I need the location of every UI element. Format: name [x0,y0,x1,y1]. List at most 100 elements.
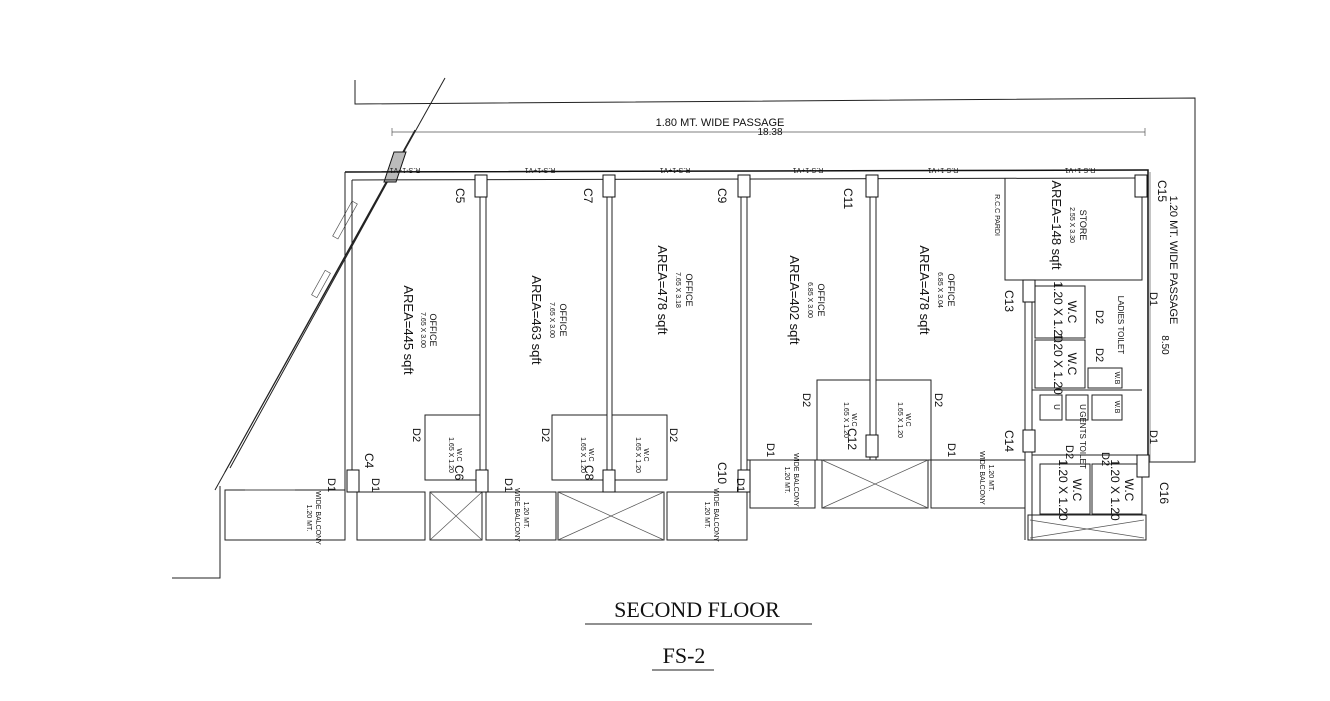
wc-big-label: W.C 1.20 X 1.20 [1051,333,1079,395]
urinal-1 [1039,394,1063,421]
room-name: OFFICE [816,284,826,317]
door-label: D1 [734,478,746,492]
room-area: AREA=445 sqft [401,285,416,375]
ladies-toilet-label: LADIES TOILET [1116,296,1125,355]
column-label: C11 [841,188,855,209]
door-label: D1 [945,443,957,457]
room-name: OFFICE [946,274,956,307]
wb-ladies [1087,367,1123,389]
wc-size: 1.20 X 1.20 [1056,459,1070,521]
door-label: D1 [502,478,514,492]
drawing-code: FS-2 [663,643,706,668]
rs-label: R.S-1+V1 [928,166,959,173]
wc-size: 1.65 X 1.20 [579,437,586,473]
room-area: AREA=478 sqft [917,245,932,335]
room-size: 6.85 X 3.04 [936,272,943,308]
balcony-5 [930,459,1026,509]
balcony-size: 1.20 MT. [703,502,710,529]
room-size: 6.85 X 3.00 [806,282,813,318]
balcony-name: WIDE BALCONY [513,488,520,542]
balcony-4 [749,459,816,509]
column-label: C12 [845,428,859,450]
column-label: C4 [362,453,376,469]
balcony-size: 1.20 MT. [305,505,312,532]
column-c9 [737,174,751,198]
wc-name: W.C [1122,479,1136,502]
balcony-name: WIDE BALCONY [792,453,799,507]
wc-size: 1.65 X 1.20 [842,402,849,438]
wc-name: W.C [455,448,462,461]
passage-top-dimension: 18.38 [757,127,782,138]
balcony-name: WIDE BALCONY [978,451,985,505]
room-name: OFFICE [558,304,568,337]
shaft-cross [429,491,483,541]
wc-ladies-2 [1034,339,1086,389]
wc-size: 1.65 X 1.20 [634,437,641,473]
office-2-label: OFFICE 7.65 X 3.00 AREA=463 sqft [529,275,568,365]
room-size: 7.65 X 3.00 [419,312,426,348]
site-boundary [354,80,1196,463]
toilet-shaft [1027,514,1147,541]
column-c7 [602,174,616,198]
room-size: 2.55 X 3.30 [1068,207,1075,243]
column-label: C16 [1157,482,1171,504]
wc-name: W.C [1065,301,1079,324]
wc-name: W.C [904,413,911,426]
balcony-name: WIDE BALCONY [712,488,719,542]
door-label: D2 [1093,348,1105,362]
balcony-size: 1.20 MT. [522,502,529,529]
balcony-label: WIDE BALCONY 1.20 MT. [305,491,321,545]
wc-block-3 [611,414,668,481]
wb-label: W.B [1113,372,1120,385]
building-outer-wall [344,169,1149,462]
wc-name: W.C [1065,353,1079,376]
column-c14 [1022,429,1036,453]
room-name: OFFICE [428,314,438,347]
column-label: C14 [1002,430,1016,452]
wc-label: W.C 1.65 X 1.20 [896,402,911,438]
wc-big-label: W.C 1.20 X 1.20 [1108,459,1136,521]
column-label: C5 [453,188,467,204]
room-size: 7.65 X 3.00 [548,302,555,338]
rs-label: R.S-1+V1 [660,166,691,173]
wc-size: 1.20 X 1.20 [1108,459,1122,521]
shaft-cross [821,459,929,509]
balcony-label: 1.20 MT. WIDE BALCONY [513,488,529,542]
column-label: C15 [1155,180,1169,202]
wc-name: W.C [850,413,857,426]
wc-gents-1 [1039,463,1091,515]
wc-big-label: W.C 1.20 X 1.20 [1051,281,1079,343]
office-4-label: OFFICE 6.85 X 3.00 AREA=402 sqft [787,255,826,345]
urinal-label: U [1052,404,1061,410]
office-3-label: OFFICE 7.65 X 3.18 AREA=478 sqft [655,245,694,335]
door-label: D1 [764,443,776,457]
door-label: D2 [410,428,422,442]
column-c6 [475,469,489,493]
balcony-label: WIDE BALCONY 1.20 MT. [783,453,799,507]
balcony-size: 1.20 MT. [987,465,994,492]
room-area: AREA=402 sqft [787,255,802,345]
column-c10 [737,469,751,493]
shaft-3 [821,459,929,509]
passage-right-dimension: 8.50 [1159,335,1170,355]
drawing-title: SECOND FLOOR [614,597,780,622]
wb-label: W.B [1113,401,1120,414]
door-label: D2 [539,428,551,442]
urinal-2 [1065,394,1089,421]
rs-label: R.S-1+V1 [390,166,421,173]
wc-big-label: W.C 1.20 X 1.20 [1056,459,1084,521]
column-c13 [1022,279,1036,303]
slanted-window-1 [311,269,331,299]
shaft-cross [1029,519,1145,539]
shaft-1 [429,491,483,541]
store-label: STORE 2.55 X 3.30 AREA=148 sqft [1049,180,1088,270]
door-label: D1 [1147,292,1159,306]
door-label: D1 [369,478,381,492]
column-label: C13 [1002,290,1016,312]
wc-label: W.C 1.65 X 1.20 [447,437,462,473]
balcony-2 [485,491,557,541]
column-c5 [474,174,488,198]
column-label: C9 [715,188,729,204]
passage-top-label: 1.80 MT. WIDE PASSAGE [656,117,785,129]
